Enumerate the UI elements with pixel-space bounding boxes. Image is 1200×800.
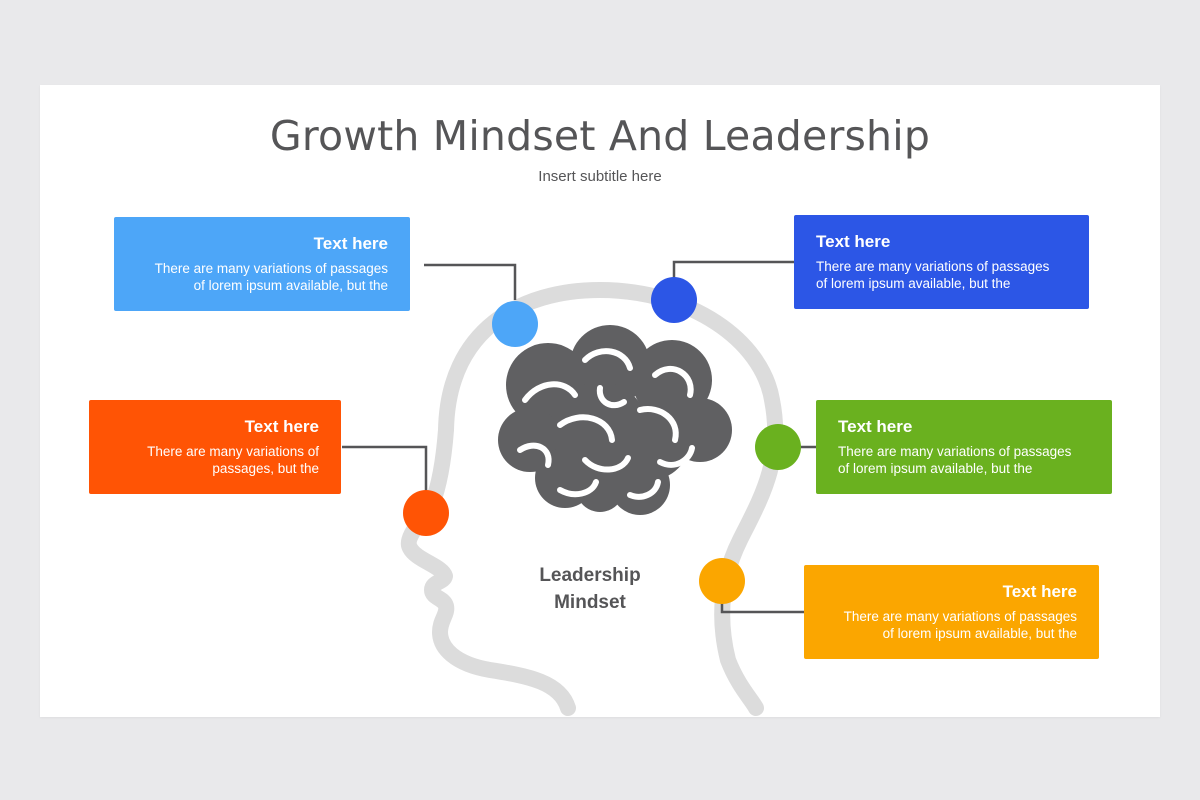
info-box-text: There are many variations of passages of…	[826, 608, 1077, 642]
info-box-top-right: Text here There are many variations of p…	[794, 215, 1089, 309]
info-box-text-line: of lorem ipsum available, but the	[193, 278, 388, 293]
info-box-title: Text here	[1002, 582, 1077, 601]
info-box-title: Text here	[816, 232, 891, 251]
info-box-text: There are many variations of passages of…	[136, 260, 388, 294]
connector-top-right	[672, 260, 794, 282]
info-box-text-line: There are many variations of	[147, 444, 319, 459]
connector-mid-left	[342, 445, 428, 493]
node-bottom-right	[699, 558, 745, 604]
page-title: Growth Mindset And Leadership	[269, 112, 931, 160]
connectors	[342, 260, 816, 614]
info-box-title: Text here	[244, 417, 319, 436]
info-box-text: There are many variations of passages of…	[816, 258, 1067, 292]
center-label-line: Leadership	[539, 565, 641, 586]
info-box-text-line: of lorem ipsum available, but the	[838, 461, 1033, 476]
node-mid-left	[403, 490, 449, 536]
page-subtitle: Insert subtitle here	[538, 168, 662, 185]
info-box-title: Text here	[838, 417, 913, 436]
info-box-text-line: There are many variations of passages	[838, 444, 1072, 459]
info-box-text-line: There are many variations of passages	[843, 609, 1077, 624]
info-box-mid-right: Text here There are many variations of p…	[816, 400, 1112, 494]
center-label-line: Mindset	[554, 592, 626, 613]
connector-bottom-right	[720, 600, 804, 614]
info-box-title: Text here	[313, 234, 388, 253]
info-box-text-line: There are many variations of passages	[154, 261, 388, 276]
info-box-text-line: There are many variations of passages	[816, 259, 1050, 274]
head-outline-icon	[400, 282, 784, 716]
info-box-text-line: passages, but the	[212, 461, 319, 476]
node-mid-right	[755, 424, 801, 470]
node-top-right	[651, 277, 697, 323]
connector-top-left	[424, 263, 517, 300]
info-box-text-line: of lorem ipsum available, but the	[816, 276, 1011, 291]
info-box-top-left: Text here There are many variations of p…	[114, 217, 410, 311]
info-box-text-line: of lorem ipsum available, but the	[882, 626, 1077, 641]
info-box-text: There are many variations of passages, b…	[111, 443, 319, 477]
info-box-bottom-right: Text here There are many variations of p…	[804, 565, 1099, 659]
brain-icon	[498, 325, 732, 515]
center-label: Leadership Mindset	[515, 562, 665, 616]
node-top-left	[492, 301, 538, 347]
info-box-text: There are many variations of passages of…	[838, 443, 1090, 477]
info-box-mid-left: Text here There are many variations of p…	[89, 400, 341, 494]
